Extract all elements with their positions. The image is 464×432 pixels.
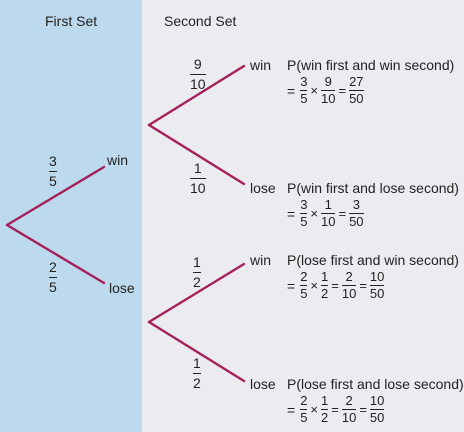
outcome-title: P(lose first and lose second) [287, 376, 464, 392]
second-set-header: Second Set [164, 13, 237, 29]
branch-first-lose [5, 223, 106, 285]
branch-win-lose [147, 123, 246, 186]
branch-lose-lose [147, 320, 246, 383]
label-first-win: win [107, 152, 129, 168]
branch-win-win [147, 64, 246, 127]
label-win-lose: lose [250, 180, 276, 196]
first-set-header: First Set [45, 13, 98, 29]
outcome-title: P(lose first and win second) [287, 252, 459, 268]
label-lose-lose: lose [250, 376, 276, 392]
outcome-title: P(win first and win second) [287, 57, 455, 73]
outcome-title: P(win first and lose second) [287, 180, 459, 196]
label-first-lose: lose [109, 280, 135, 296]
branch-lose-win [147, 262, 246, 324]
second-set-column [142, 0, 464, 432]
label-lose-win: win [250, 252, 272, 268]
branch-first-win [5, 165, 106, 227]
label-win-win: win [250, 57, 272, 73]
